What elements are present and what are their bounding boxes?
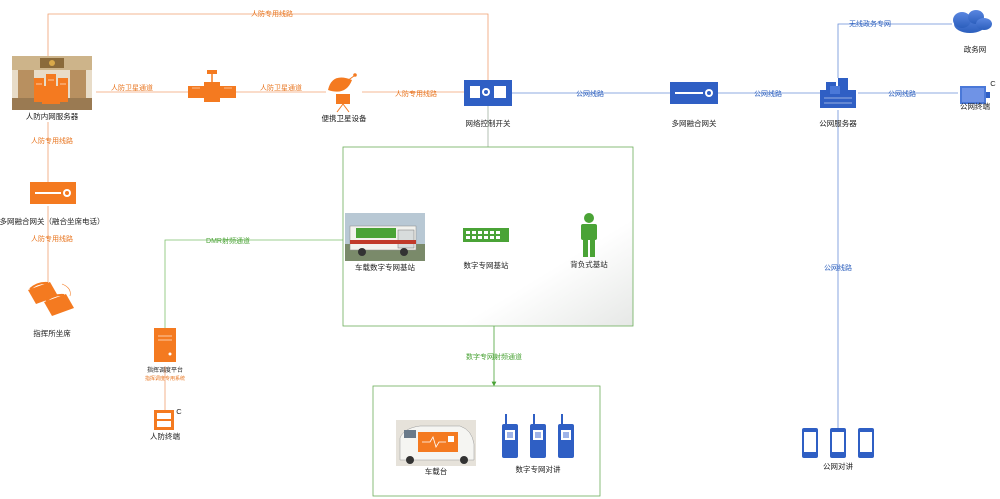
dispatch-platform-sublabel: 指挥调度专用系统 <box>145 375 185 382</box>
rf-terminal-badge: C <box>176 407 182 416</box>
cloud-icon <box>953 10 992 33</box>
gateway-device-icon <box>670 82 718 104</box>
walkie-talkie-icon <box>558 414 574 458</box>
command-seat-node[interactable]: 指挥所坐席 <box>28 281 74 338</box>
satellite-node[interactable] <box>188 70 236 102</box>
label-public-3: 公网线路 <box>888 89 916 98</box>
server-stack-icon <box>34 74 68 104</box>
terminal-monitor-icon <box>960 86 990 104</box>
satellite-icon <box>188 70 236 102</box>
link-wireless-gov <box>837 23 952 78</box>
smartphone-icon <box>830 428 846 458</box>
public-walkie-label: 公网对讲 <box>823 461 853 471</box>
link-dmr <box>164 239 345 328</box>
smartphone-icon <box>802 428 818 458</box>
terminal-box-icon <box>154 410 174 430</box>
car-icon <box>396 420 476 466</box>
gov-network-node[interactable]: 政务网 <box>953 10 992 54</box>
digital-base-station-label: 数字专网基站 <box>464 260 509 270</box>
digital-base-station-node[interactable]: 数字专网基站 <box>463 228 509 270</box>
backpack-base-station-label: 背负式基站 <box>570 259 608 269</box>
multinet-gateway-public-label: 多网融合网关 <box>672 118 717 128</box>
walkie-talkie-icon <box>530 414 546 458</box>
rf-server-node[interactable]: 人防内网服务器 <box>12 56 92 121</box>
label-rf-line-mid: 人防专用线路 <box>395 89 437 98</box>
label-wireless-gov: 无线政务专网 <box>849 19 891 28</box>
public-server-label: 公网服务器 <box>819 118 857 128</box>
rf-terminal-node[interactable]: C 人防终端 <box>150 407 182 441</box>
vehicle-base-station-node[interactable]: 车载数字专网基站 <box>345 213 425 272</box>
label-public-1: 公网线路 <box>576 89 604 98</box>
walkie-talkie-icon <box>502 414 518 458</box>
label-public-2: 公网线路 <box>754 89 782 98</box>
rf-terminal-label: 人防终端 <box>150 431 180 441</box>
multinet-gateway-rf-label: 多网融合网关（融合坐席电话） <box>0 216 105 226</box>
command-seat-label: 指挥所坐席 <box>33 328 71 338</box>
label-public-vertical: 公网线路 <box>824 263 852 272</box>
label-rf-satellite-2: 人防卫星通道 <box>260 83 302 92</box>
network-switch-node[interactable]: 网络控制开关 <box>464 80 512 128</box>
multinet-gateway-rf-node[interactable]: 多网融合网关（融合坐席电话） <box>0 182 105 226</box>
gateway-device-icon <box>30 182 76 204</box>
label-rf-line-top: 人防专用线路 <box>251 9 293 18</box>
portable-satellite-node[interactable]: 便携卫星设备 <box>322 73 367 123</box>
label-rf-left-1: 人防专用线路 <box>31 136 73 145</box>
connection-lines <box>47 13 958 428</box>
rf-server-label: 人防内网服务器 <box>26 111 79 121</box>
label-digital-rf: 数字专网射频通道 <box>466 352 522 361</box>
smartphone-icon <box>858 428 874 458</box>
dispatch-platform-node[interactable]: 指挥调度平台 指挥调度专用系统 <box>145 328 185 382</box>
backpack-base-station-node[interactable]: 背负式基站 <box>570 213 608 269</box>
link-rf-line-top <box>47 13 489 80</box>
public-terminal-node[interactable]: C 公网终端 <box>960 79 996 111</box>
vehicle-base-station-label: 车载数字专网基站 <box>355 262 415 272</box>
person-icon <box>581 213 597 257</box>
truck-icon <box>345 213 425 261</box>
server-cluster-icon <box>820 78 856 108</box>
server-tower-icon <box>154 328 176 362</box>
public-server-node[interactable]: 公网服务器 <box>819 78 857 128</box>
digital-walkie-node[interactable]: 数字专网对讲 <box>502 414 574 474</box>
public-terminal-badge: C <box>990 79 996 88</box>
satellite-dish-icon <box>328 73 357 113</box>
label-rf-left-2: 人防专用线路 <box>31 234 73 243</box>
link-labels: 人防专用线路 人防卫星通道 人防卫星通道 人防专用线路 人防专用线路 人防专用线… <box>31 9 916 361</box>
label-rf-satellite-1: 人防卫星通道 <box>111 83 153 92</box>
label-dmr: DMR射频通道 <box>206 236 250 245</box>
gov-network-label: 政务网 <box>964 44 987 54</box>
network-switch-icon <box>463 228 509 242</box>
dispatch-platform-label: 指挥调度平台 <box>147 366 183 374</box>
network-switch-label: 网络控制开关 <box>466 118 511 128</box>
switch-device-icon <box>464 80 512 106</box>
telephone-icon <box>28 281 74 316</box>
public-terminal-label: 公网终端 <box>960 101 990 111</box>
multinet-gateway-public-node[interactable]: 多网融合网关 <box>670 82 718 128</box>
digital-walkie-label: 数字专网对讲 <box>516 464 561 474</box>
public-walkie-node[interactable]: 公网对讲 <box>802 428 874 471</box>
vehicle-radio-label: 车载台 <box>425 466 448 476</box>
vehicle-radio-node[interactable]: 车载台 <box>396 420 476 476</box>
portable-satellite-label: 便携卫星设备 <box>322 113 367 123</box>
